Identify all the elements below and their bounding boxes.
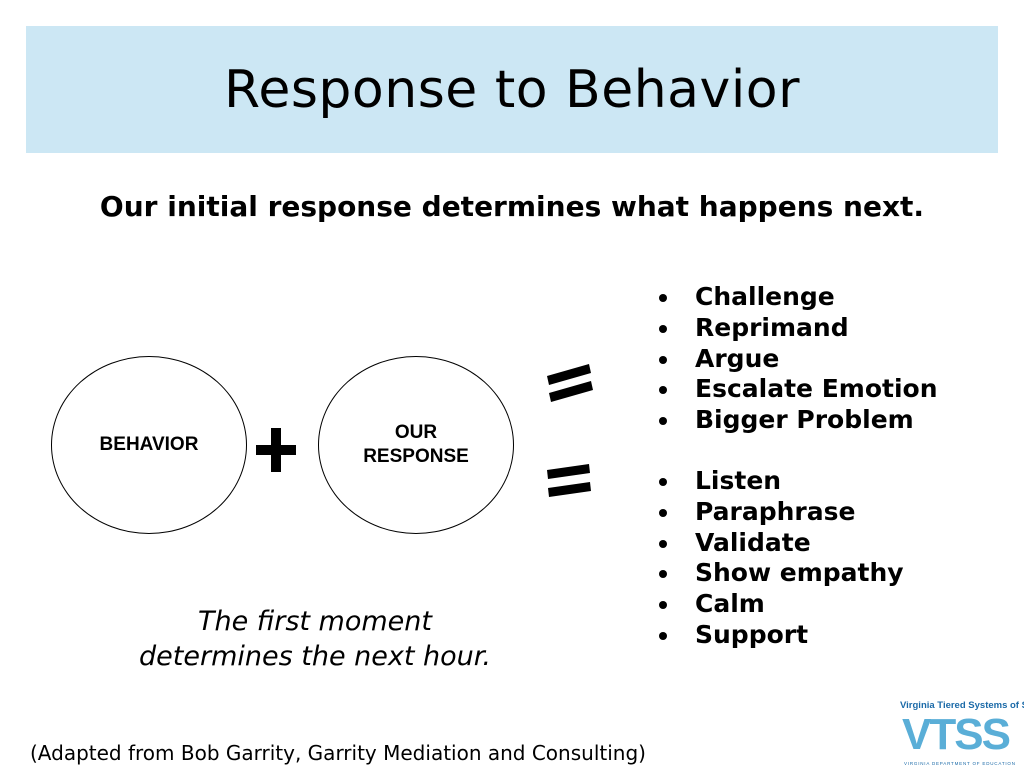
list-item: Challenge — [657, 282, 938, 313]
attribution-credit: (Adapted from Bob Garrity, Garrity Media… — [30, 741, 646, 765]
list-item: Show empathy — [657, 558, 904, 589]
list-item: Bigger Problem — [657, 405, 938, 436]
response-label-line2: RESPONSE — [363, 446, 469, 467]
quote-line1: The first moment — [197, 606, 432, 637]
list-item: Paraphrase — [657, 497, 904, 528]
list-item: Argue — [657, 344, 938, 375]
logo-footer: VIRGINIA DEPARTMENT OF EDUCATION — [904, 761, 1016, 766]
list-item: Reprimand — [657, 313, 938, 344]
plus-icon — [256, 428, 296, 472]
list-item: Calm — [657, 589, 904, 620]
slide-title: Response to Behavior — [224, 59, 800, 120]
list-item: Listen — [657, 466, 904, 497]
quote: The first moment determines the next hou… — [100, 604, 530, 674]
deescalating-outcomes-list: Listen Paraphrase Validate Show empathy … — [657, 466, 904, 651]
list-item: Support — [657, 620, 904, 651]
slide-subtitle: Our initial response determines what hap… — [99, 190, 925, 223]
escalating-outcomes-list: Challenge Reprimand Argue Escalate Emoti… — [657, 282, 938, 436]
equals-icon — [547, 364, 593, 402]
behavior-circle: BEHAVIOR — [51, 356, 247, 534]
logo-wordmark: VTSS — [902, 710, 1011, 759]
response-label-line1: OUR — [394, 422, 438, 443]
behavior-label: BEHAVIOR — [99, 434, 199, 455]
quote-line2: determines the next hour. — [139, 641, 491, 672]
list-item: Validate — [657, 528, 904, 559]
vtss-logo: Virginia Tiered Systems of Supports VTSS… — [898, 700, 1024, 768]
our-response-circle: OUR RESPONSE — [318, 356, 514, 534]
list-item: Escalate Emotion — [657, 374, 938, 405]
title-bar: Response to Behavior — [26, 26, 998, 153]
logo-tagline: Virginia Tiered Systems of Supports — [900, 700, 1024, 711]
equals-icon — [547, 464, 591, 497]
